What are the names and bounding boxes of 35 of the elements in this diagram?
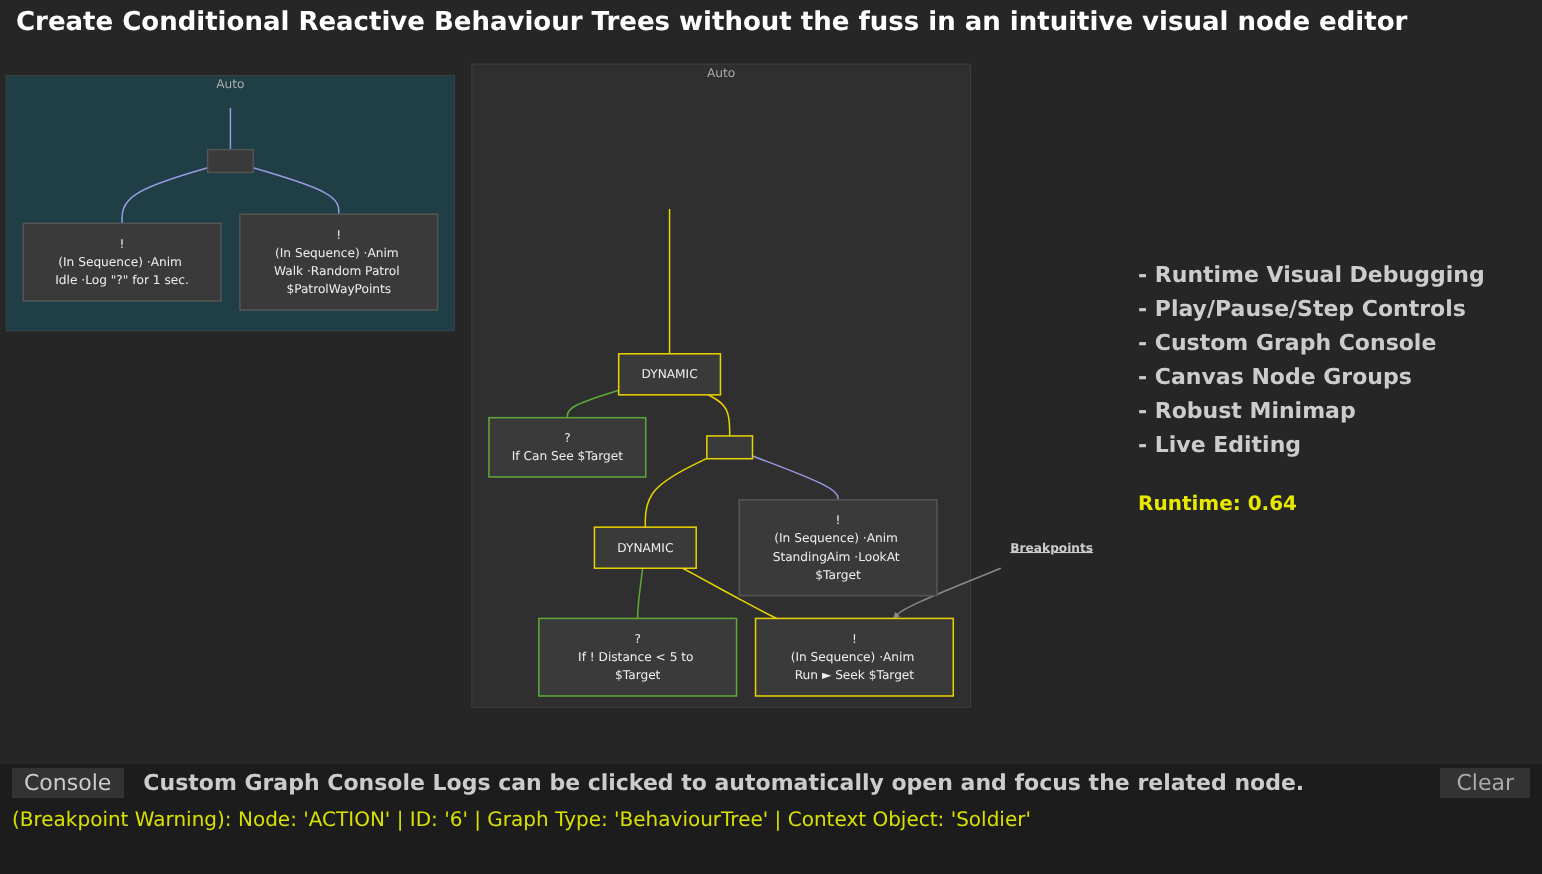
feature-item: - Canvas Node Groups bbox=[1138, 363, 1414, 389]
feature-item: - Custom Graph Console bbox=[1138, 329, 1439, 355]
node-box bbox=[754, 617, 955, 697]
node-box bbox=[206, 149, 254, 174]
console-tab: Console bbox=[12, 768, 124, 798]
cluster bbox=[471, 63, 971, 708]
console-caption: Custom Graph Console Logs can be clicked to automatically open and focus the related node. bbox=[143, 770, 1305, 796]
node-box bbox=[239, 213, 439, 312]
node-box bbox=[22, 222, 222, 302]
node-box bbox=[617, 353, 722, 396]
connector bbox=[644, 457, 708, 529]
cluster bbox=[5, 75, 456, 332]
connector bbox=[252, 167, 340, 216]
node-box bbox=[593, 526, 697, 570]
feature-item: - Robust Minimap bbox=[1138, 397, 1358, 423]
connector bbox=[707, 394, 731, 437]
connector bbox=[121, 167, 209, 225]
feature-item: - Runtime Visual Debugging bbox=[1138, 261, 1487, 287]
title: Create Conditional Reactive Behaviour Trees without the fuss in an intuitive visual node editor bbox=[14, 6, 1410, 42]
node-box bbox=[488, 417, 647, 478]
clear-button: Clear bbox=[1440, 768, 1530, 798]
connector bbox=[668, 208, 671, 355]
node-box bbox=[738, 499, 938, 597]
connector bbox=[229, 107, 232, 151]
console-log-entry: (Breakpoint Warning): Node: 'ACTION' | ID: '6' | Graph Type: 'BehaviourTree' | Context Object: 'Soldier' bbox=[10, 808, 1033, 836]
runtime-label: Runtime: 0.64 bbox=[1138, 493, 1300, 515]
connector bbox=[566, 389, 620, 419]
arrow bbox=[893, 567, 1002, 619]
connector bbox=[751, 455, 839, 501]
feature-item: - Play/Pause/Step Controls bbox=[1138, 295, 1468, 321]
node-box bbox=[706, 435, 754, 460]
connector bbox=[682, 567, 778, 620]
connector bbox=[636, 567, 644, 620]
feature-item: - Live Editing bbox=[1138, 431, 1304, 457]
node-box bbox=[538, 617, 738, 697]
